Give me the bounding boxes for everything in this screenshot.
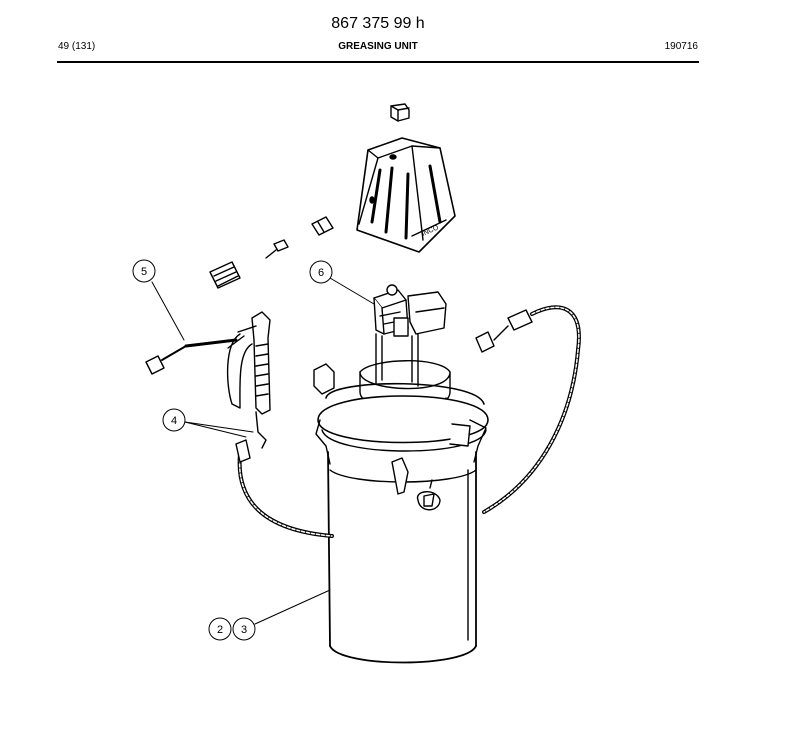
callout-3: 3 — [232, 617, 256, 641]
callout-label: 5 — [141, 266, 147, 278]
supply-hose — [235, 439, 334, 538]
grease-pail — [313, 363, 489, 664]
top-nut — [390, 103, 410, 122]
callout-4: 4 — [162, 408, 186, 432]
callout-label: 4 — [171, 415, 177, 427]
fitting-pieces — [209, 216, 334, 289]
document-number: 867 375 99 h — [331, 15, 425, 32]
section-title: GREASING UNIT — [338, 41, 418, 52]
protective-cover: INCO — [356, 137, 456, 253]
callout-6: 6 — [309, 260, 333, 284]
pump-head — [373, 284, 447, 337]
date-code: 190716 — [664, 41, 698, 52]
callout-5: 5 — [132, 259, 156, 283]
grease-gun — [145, 311, 271, 449]
page-reference: 49 (131) — [58, 41, 96, 52]
callout-2: 2 — [208, 617, 232, 641]
header-rule — [57, 61, 699, 63]
return-hose — [475, 305, 581, 514]
leader-lines — [151, 277, 375, 625]
callout-label: 6 — [318, 267, 324, 279]
callout-label: 2 — [217, 624, 223, 636]
callout-label: 3 — [241, 624, 247, 636]
